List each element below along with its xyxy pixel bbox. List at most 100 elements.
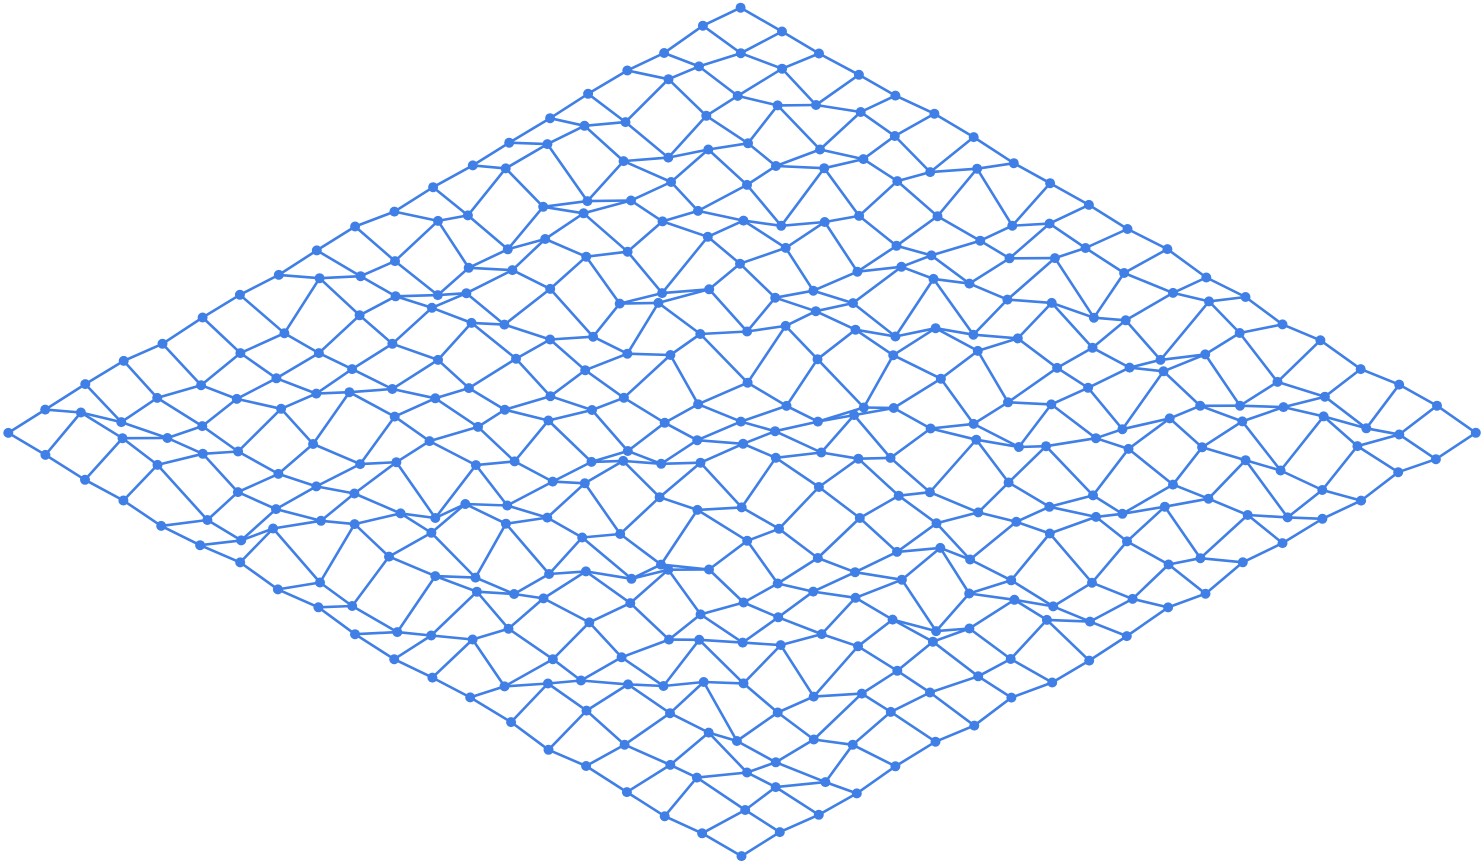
mesh-edge (122, 342, 164, 363)
mesh-edge (660, 287, 711, 295)
mesh-node (462, 210, 473, 221)
mesh-edge (541, 199, 589, 209)
mesh-node (543, 744, 554, 755)
mesh-edge (779, 632, 824, 647)
mesh-node (851, 788, 862, 799)
mesh-edge (155, 396, 204, 428)
mesh-edge (470, 321, 506, 326)
mesh-edge (745, 771, 778, 789)
mesh-node (1315, 335, 1326, 346)
mesh-node (1155, 354, 1166, 365)
mesh-edge (741, 641, 783, 647)
mesh-node (808, 586, 819, 597)
mesh-node (1045, 178, 1056, 189)
mesh-node (772, 578, 783, 589)
mesh-edge (746, 104, 779, 145)
mesh-edge (463, 502, 508, 526)
mesh-node (583, 88, 594, 99)
mesh-edge (696, 506, 744, 512)
mesh-edge (433, 386, 471, 400)
mesh-node (770, 426, 781, 437)
mesh-edge (659, 508, 699, 566)
mesh-edge (471, 627, 510, 641)
mesh-node (235, 348, 246, 359)
mesh-node (1159, 501, 1170, 512)
mesh-edge (1121, 369, 1165, 431)
mesh-edge (811, 570, 857, 593)
mesh-edge (236, 490, 278, 511)
mesh-edge (430, 291, 468, 310)
mesh-edge (745, 324, 787, 333)
mesh-node (692, 435, 703, 446)
mesh-node (1123, 443, 1134, 454)
mesh-node (852, 266, 863, 277)
mesh-edge (84, 382, 123, 424)
mesh-edge (311, 442, 362, 466)
mesh-node (891, 240, 902, 251)
mesh-edge (851, 265, 903, 305)
mesh-node (968, 329, 979, 340)
mesh-edge (1168, 417, 1204, 449)
mesh-edge (743, 785, 778, 812)
mesh-node (471, 586, 482, 597)
mesh-node (1204, 296, 1214, 307)
mesh-node (697, 20, 708, 31)
mesh-edge (928, 691, 976, 727)
mesh-edge (390, 387, 437, 400)
mesh-edge (436, 358, 471, 390)
mesh-edge (428, 425, 480, 443)
mesh-edge (1171, 483, 1210, 501)
mesh-edge (583, 120, 627, 128)
mesh-node (770, 452, 781, 463)
mesh-node (432, 290, 443, 301)
mesh-node (1049, 253, 1060, 264)
mesh-edge (776, 590, 815, 619)
mesh-node (355, 271, 366, 282)
mesh-edge (939, 349, 980, 381)
mesh-node (1319, 391, 1330, 402)
mesh-node (271, 373, 282, 384)
mesh-edge (854, 328, 895, 357)
mesh-edge (1048, 532, 1094, 585)
mesh-edge (353, 225, 397, 263)
mesh-node (935, 373, 946, 384)
mesh-edge (279, 392, 318, 411)
mesh-node (742, 179, 752, 190)
mesh-node (1278, 402, 1289, 413)
mesh-edge (1013, 598, 1049, 622)
mesh-edge (706, 148, 749, 187)
mesh-edge (543, 237, 588, 259)
mesh-edge (696, 508, 749, 543)
mesh-edge (1321, 488, 1363, 502)
mesh-edge (505, 480, 555, 507)
mesh-edge (236, 407, 283, 453)
mesh-nodes (3, 2, 1481, 862)
mesh-node (691, 772, 702, 783)
mesh-edge (514, 338, 552, 361)
mesh-edge (928, 490, 980, 514)
mesh-node (1318, 411, 1329, 422)
mesh-node (430, 513, 441, 523)
mesh-edge (238, 273, 281, 297)
mesh-node (3, 427, 14, 438)
mesh-node (390, 256, 400, 267)
mesh-edge (1087, 634, 1129, 662)
mesh-edge (739, 420, 777, 433)
mesh-edge (623, 711, 672, 747)
mesh-edge (853, 550, 899, 574)
mesh-node (1012, 333, 1023, 344)
mesh-node (697, 828, 708, 839)
mesh-node (663, 152, 674, 163)
mesh-node (808, 285, 819, 296)
mesh-edge (699, 442, 745, 465)
mesh-edge (433, 463, 478, 520)
mesh-edge (1276, 338, 1322, 384)
mesh-edge (858, 494, 901, 520)
mesh-edge (236, 450, 280, 476)
mesh-edge (858, 516, 899, 554)
mesh-edge (968, 558, 1013, 582)
mesh-edge (851, 743, 897, 768)
mesh-edge (1238, 404, 1285, 409)
mesh-node (268, 523, 279, 534)
mesh-edge (699, 601, 745, 616)
